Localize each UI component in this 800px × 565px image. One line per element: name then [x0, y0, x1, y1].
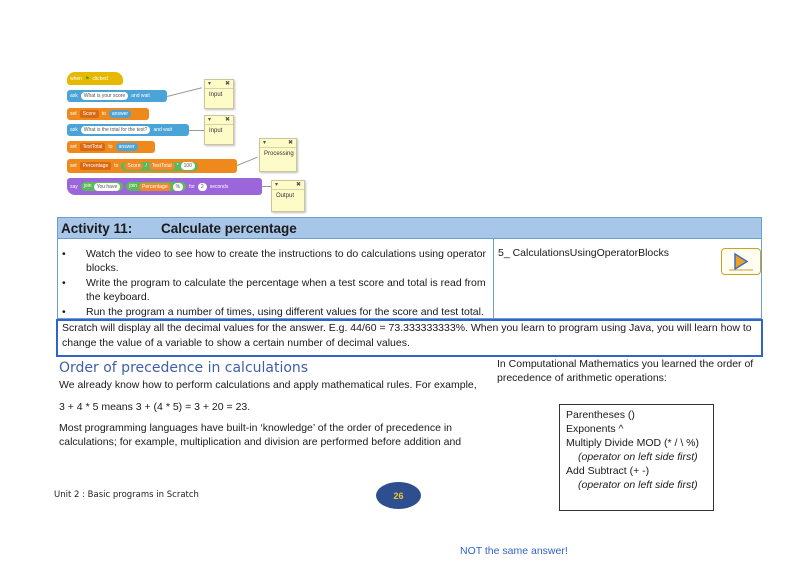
- activity-number: Activity 11:: [61, 220, 133, 236]
- play-icon: [729, 252, 753, 271]
- note-output: ▾ ✖ Output: [271, 180, 305, 212]
- section-title: Order of precedence in calculations: [59, 360, 309, 376]
- activity-body: •Watch the video to see how to create th…: [57, 239, 762, 319]
- seconds-label: seconds: [209, 183, 229, 190]
- note-text-input-2: Input: [209, 128, 223, 134]
- set-testtotal-block: set TestTotal to answer: [67, 141, 155, 153]
- green-flag-icon: ⚑: [84, 75, 90, 82]
- score-reporter: Score: [124, 162, 144, 170]
- join-block-1: join You have: [80, 182, 124, 191]
- say-label: say: [70, 183, 78, 190]
- note-collapse-icon-2: ▾: [208, 117, 212, 123]
- you-have-text: You have: [93, 182, 121, 191]
- percent-text: %: [172, 182, 184, 191]
- paragraph-3b: calculations; for example, multiplicatio…: [59, 436, 462, 448]
- note-close-icon: ✖: [224, 81, 230, 87]
- operator-block: Score / TestTotal * 100: [121, 161, 198, 171]
- and-wait-label: and wait: [131, 93, 150, 99]
- precedence-line: (operator on left side first): [578, 451, 698, 463]
- note-close-icon-2: ✖: [224, 117, 230, 123]
- set-score-block: set Score to answer: [67, 108, 149, 120]
- score-dropdown: Score: [79, 110, 99, 118]
- activity-instructions: •Watch the video to see how to create th…: [58, 247, 492, 320]
- note-processing: ▾ ✖ Processing: [259, 138, 297, 172]
- hundred-value: 100: [180, 162, 195, 170]
- not-same-answer-text: NOT the same answer!: [460, 545, 568, 557]
- precedence-line: Add Subtract (+ -): [566, 465, 650, 477]
- for-label: for: [189, 183, 195, 190]
- answer-reporter-2: answer: [115, 143, 138, 151]
- right-text-b: precedence of arithmetic operations:: [497, 372, 667, 384]
- list-item: •Run the program a number of times, usin…: [62, 306, 484, 318]
- ask-text: What is your score: [80, 92, 129, 100]
- ask-label-2: ask: [70, 127, 78, 133]
- and-wait-label-2: and wait: [153, 127, 173, 133]
- when-flag-clicked-block: when ⚑ clicked: [67, 72, 123, 85]
- note-close-icon-3: ✖: [287, 140, 293, 146]
- percentage-dropdown: Percentage: [79, 162, 112, 170]
- ask-score-block: ask What is your score and wait: [67, 90, 167, 102]
- to-label: to: [101, 111, 106, 117]
- join-label-1: join: [83, 183, 92, 189]
- to-label-2: to: [108, 144, 113, 150]
- note-collapse-icon-3: ▾: [263, 140, 267, 146]
- paragraph-1: We already know how to perform calculati…: [59, 379, 477, 391]
- note-text-output: Output: [276, 193, 295, 199]
- paragraph-example: 3 + 4 * 5 means 3 + (4 * 5) = 3 + 20 = 2…: [59, 401, 251, 413]
- list-item: •Watch the video to see how to create th…: [62, 248, 487, 274]
- precedence-line: Exponents ^: [566, 423, 624, 435]
- list-item: •Write the program to calculate the perc…: [62, 277, 486, 303]
- note-input-2: ▾ ✖ Input: [204, 115, 234, 145]
- decimal-note: Scratch will display all the decimal val…: [56, 319, 763, 357]
- right-text-a: In Computational Mathematics you learned…: [497, 358, 754, 370]
- precedence-line: Parentheses (): [566, 409, 635, 421]
- connector-line-4: [262, 186, 272, 187]
- testtotal-dropdown: TestTotal: [79, 143, 106, 151]
- connector-line-2: [189, 130, 205, 131]
- testtotal-reporter: TestTotal: [148, 162, 175, 170]
- join-label-2: join: [129, 183, 138, 189]
- connector-line-3: [236, 156, 258, 166]
- note-text-processing: Processing: [264, 151, 294, 157]
- when-label: when: [70, 75, 82, 82]
- ask-total-block: ask What is the total for the test? and …: [67, 124, 189, 136]
- answer-reporter: answer: [108, 110, 132, 118]
- note-collapse-icon: ▾: [208, 81, 212, 87]
- video-play-button[interactable]: [721, 248, 761, 275]
- clicked-label: clicked: [92, 75, 108, 82]
- paragraph-3a: Most programming languages have built-in…: [59, 422, 453, 434]
- ask-label: ask: [70, 93, 78, 99]
- divide-sign: /: [145, 162, 147, 169]
- connector-line-1: [166, 87, 203, 97]
- activity-header: Activity 11: Calculate percentage: [57, 217, 762, 239]
- seconds-value: 2: [197, 182, 207, 191]
- percentage-reporter: Percentage: [139, 182, 171, 191]
- note-text-input-1: Input: [209, 92, 223, 98]
- column-divider: [493, 239, 494, 319]
- page-number: 26: [393, 490, 404, 501]
- note-collapse-icon-4: ▾: [275, 182, 279, 188]
- activity-title: Calculate percentage: [161, 220, 297, 236]
- to-label-3: to: [114, 163, 119, 169]
- video-reference: 5_ CalculationsUsingOperatorBlocks: [498, 247, 669, 259]
- set-label-3: set: [70, 163, 77, 169]
- note-input-1: ▾ ✖ Input: [204, 79, 234, 109]
- join-block-2: join Percentage %: [126, 182, 187, 191]
- set-label-2: set: [70, 144, 77, 150]
- multiply-sign: *: [176, 162, 179, 169]
- ask-text-2: What is the total for the test?: [80, 126, 151, 134]
- unit-footer: Unit 2 : Basic programs in Scratch: [54, 490, 199, 500]
- precedence-box: Parentheses () Exponents ^ Multiply Divi…: [559, 404, 714, 511]
- set-percentage-block: set Percentage to Score / TestTotal * 10…: [67, 159, 237, 173]
- precedence-line: Multiply Divide MOD (* / \ %): [566, 437, 700, 449]
- set-label: set: [70, 111, 77, 117]
- precedence-line: (operator on left side first): [578, 479, 698, 491]
- say-block: say join You have join Percentage % for …: [67, 178, 262, 195]
- note-close-icon-4: ✖: [295, 182, 301, 188]
- page-number-badge: 26: [376, 482, 421, 509]
- scratch-program-image: when ⚑ clicked ask What is your score an…: [64, 60, 314, 215]
